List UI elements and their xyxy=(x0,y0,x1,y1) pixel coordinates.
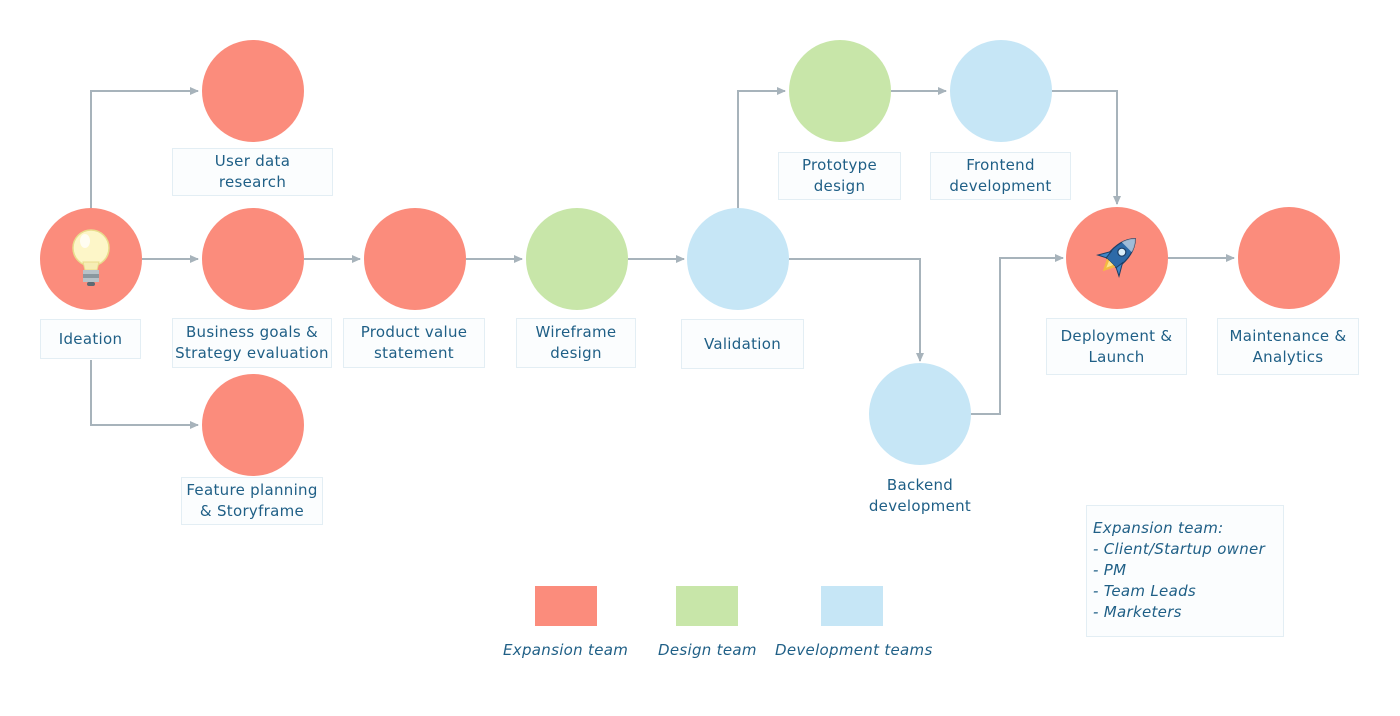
label-line: development xyxy=(868,497,972,515)
legend-label-development: Development teams xyxy=(775,641,933,659)
node-feature-planning xyxy=(202,374,304,476)
node-product-value xyxy=(364,208,466,310)
node-backend-development xyxy=(869,363,971,465)
note-line: - Client/Startup owner xyxy=(1093,540,1266,558)
label-line: Wireframe xyxy=(535,323,617,341)
legend-swatch-design xyxy=(676,586,738,626)
label-line: Maintenance & xyxy=(1229,326,1347,345)
note-line: Expansion team: xyxy=(1093,519,1224,537)
label-product-value: Product value statement xyxy=(343,318,485,368)
label-prototype-design: Prototype design xyxy=(778,152,901,200)
legend-swatch-expansion xyxy=(535,586,597,626)
label-line: design xyxy=(550,344,602,362)
label-user-data-research: User data research xyxy=(172,148,333,196)
note-line: - Team Leads xyxy=(1093,582,1197,600)
note-line: - PM xyxy=(1093,561,1127,579)
expansion-team-note: Expansion team: - Client/Startup owner -… xyxy=(1086,505,1284,637)
node-business-goals xyxy=(202,208,304,310)
label-frontend-development: Frontend development xyxy=(930,152,1071,200)
label-line: Backend xyxy=(886,476,954,494)
label-line: Business goals & xyxy=(185,323,319,341)
node-maintenance-analytics xyxy=(1238,207,1340,309)
connector-frontend-deployment xyxy=(1052,90,1121,205)
lightbulb-icon xyxy=(72,229,110,286)
label-line: development xyxy=(949,177,1052,195)
label-ideation: Ideation xyxy=(40,319,141,359)
label-validation: Validation xyxy=(681,319,804,369)
label-deployment-launch: Deployment & Launch xyxy=(1046,318,1187,375)
label-maintenance-analytics: Maintenance & Analytics xyxy=(1217,318,1359,375)
legend-label-design: Design team xyxy=(658,641,757,659)
node-validation xyxy=(687,208,789,310)
label-wireframe-design: Wireframe design xyxy=(516,318,636,368)
label-line: Ideation xyxy=(58,329,123,348)
label-line: statement xyxy=(374,344,454,362)
label-line: Deployment & xyxy=(1060,326,1173,345)
note-line: - Marketers xyxy=(1093,603,1182,621)
label-line: Launch xyxy=(1088,347,1145,366)
label-line: User data xyxy=(214,152,291,170)
label-feature-planning: Feature planning & Storyframe xyxy=(181,477,323,525)
connector-backend-deployment xyxy=(971,254,1064,415)
label-line: design xyxy=(813,177,866,195)
legend-swatch-development xyxy=(821,586,883,626)
label-line: Frontend xyxy=(966,156,1035,174)
connector-ideation-feature xyxy=(90,360,199,429)
label-line: Strategy evaluation xyxy=(175,344,329,362)
label-line: Prototype xyxy=(801,156,878,174)
label-line: & Storyframe xyxy=(199,502,305,520)
label-line: Analytics xyxy=(1252,347,1324,366)
label-business-goals: Business goals & Strategy evaluation xyxy=(172,318,332,368)
connector-validation-prototype xyxy=(737,87,786,208)
node-user-data-research xyxy=(202,40,304,142)
connector-validation-backend xyxy=(789,258,924,362)
node-wireframe-design xyxy=(526,208,628,310)
legend-label-expansion: Expansion team xyxy=(503,641,629,659)
node-frontend-development xyxy=(950,40,1052,142)
label-line: Product value xyxy=(360,323,468,341)
connector-ideation-user-data xyxy=(90,87,199,210)
label-line: Feature planning xyxy=(186,481,318,499)
label-line: Validation xyxy=(703,334,782,353)
label-line: research xyxy=(218,173,287,191)
label-backend-development: Backend development xyxy=(845,474,995,518)
rocket-icon xyxy=(1096,238,1136,278)
node-prototype-design xyxy=(789,40,891,142)
